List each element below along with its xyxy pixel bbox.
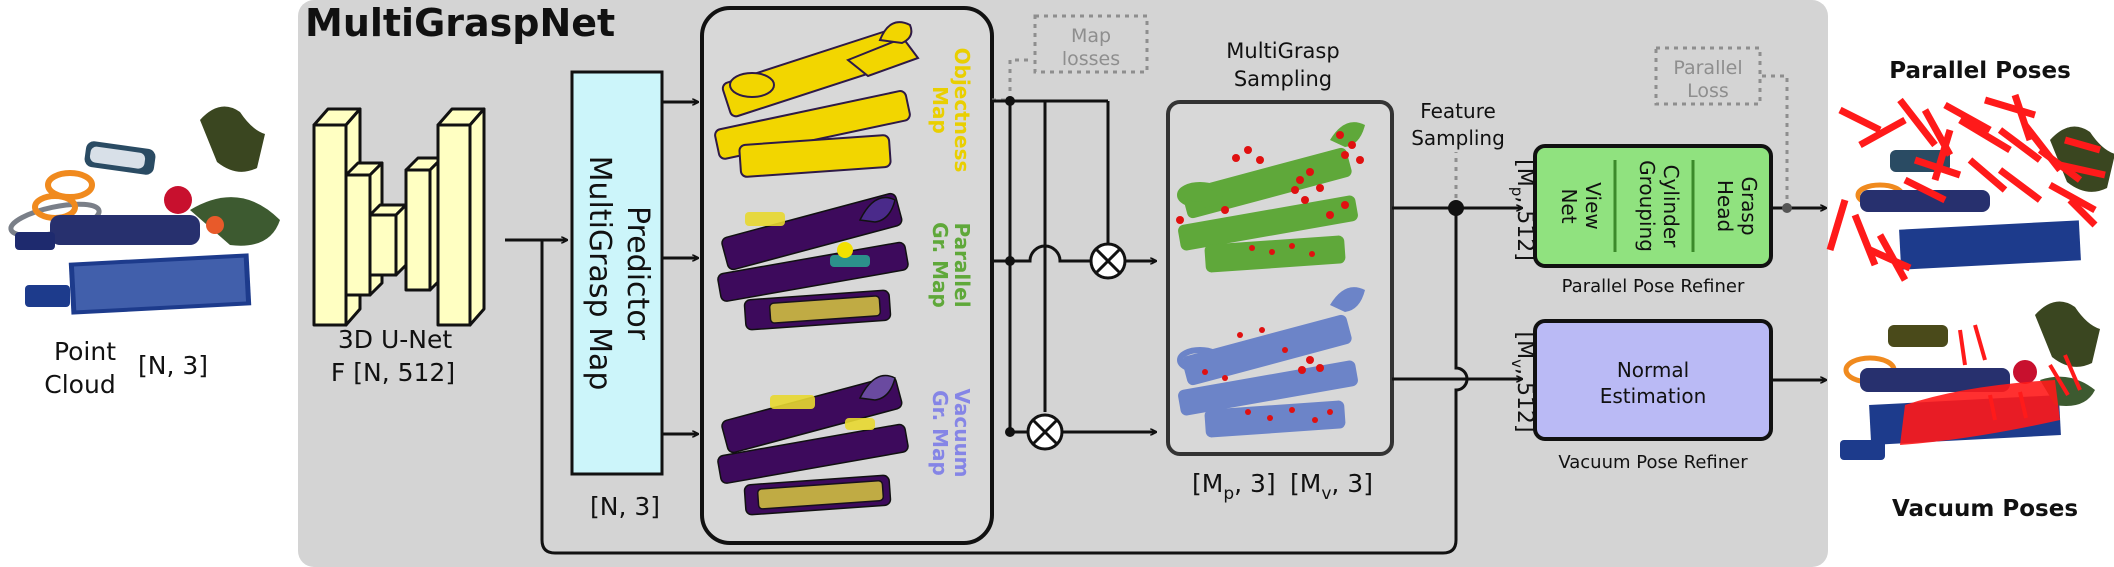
- vacuum-samples-image: [1177, 287, 1365, 438]
- map-losses-box: [1033, 14, 1149, 74]
- predictor-label-line1: MultiGrasp Map: [582, 156, 617, 391]
- parallel-map-label-line2: Gr. Map: [928, 222, 952, 308]
- parallel-loss-box: [1654, 46, 1762, 106]
- input-shape: [N, 3]: [138, 351, 208, 380]
- viewnet-line1: View: [1581, 182, 1605, 229]
- parallel-loss-connector: [1762, 74, 1789, 204]
- parallel-poses-label: Parallel Poses: [1889, 58, 2071, 84]
- parallel-map-image: [717, 192, 909, 331]
- grasp-head-line2: Head: [1713, 180, 1737, 232]
- sampling-shape-vacuum: [Mv, 3]: [1290, 469, 1373, 504]
- normal-estimation-line2: Estimation: [1600, 384, 1707, 408]
- predictor-block: [570, 70, 664, 476]
- objectness-label-line2: Map: [928, 86, 952, 134]
- vacuum-refiner-caption: Vacuum Pose Refiner: [1558, 452, 1748, 473]
- network-title: MultiGraspNet: [305, 1, 615, 45]
- cylinder-grouping-line1: Cylinder: [1659, 165, 1683, 249]
- input-label-line1: Point: [54, 337, 116, 366]
- unet-label: 3D U-Net: [338, 325, 453, 354]
- multiply-node-parallel: [1089, 242, 1127, 280]
- feature-sampling-junction: [1448, 200, 1464, 216]
- parallel-refiner-box: [1533, 144, 1773, 268]
- vacuum-map-image: [717, 374, 909, 516]
- network-panel: [298, 0, 1828, 567]
- feature-sampling-line1: Feature: [1420, 99, 1496, 123]
- vacuum-poses-image: [1840, 301, 2100, 460]
- vacuum-poses-label: Vacuum Poses: [1892, 496, 2078, 522]
- feature-sampling-line2: Sampling: [1411, 126, 1505, 150]
- parallel-poses-image: [1826, 93, 2114, 282]
- junction-dot-parallel: [1005, 256, 1015, 266]
- unet-shape: F [N, 512]: [331, 358, 455, 387]
- map-losses-line1: Map: [1071, 25, 1111, 47]
- input-label-line2: Cloud: [44, 370, 115, 399]
- sampling-label-line1: MultiGrasp: [1226, 39, 1339, 63]
- viewnet-line2: Net: [1557, 188, 1581, 223]
- junction-dot-vacuum: [1005, 427, 1015, 437]
- unet-block: [312, 107, 486, 327]
- vacuum-map-label-line2: Gr. Map: [928, 390, 952, 476]
- parallel-refiner-caption: Parallel Pose Refiner: [1562, 276, 1745, 297]
- map-losses-line2: losses: [1062, 48, 1120, 70]
- sampling-label-line2: Sampling: [1234, 67, 1332, 91]
- parallel-loss-line1: Parallel: [1673, 57, 1742, 79]
- objectness-map-image: [714, 21, 920, 178]
- cylinder-grouping-line2: Grouping: [1635, 160, 1659, 252]
- grasp-head-line1: Grasp: [1737, 176, 1761, 235]
- vacuum-refiner-shape: [Mv, 512]: [1508, 331, 1537, 432]
- objectness-label-line1: Objectness: [950, 48, 974, 173]
- junction-dot-objectness: [1005, 96, 1015, 106]
- parallel-loss-line2: Loss: [1687, 80, 1729, 102]
- input-point-cloud-image: [8, 106, 280, 315]
- predictor-label-line2: Predictor: [620, 206, 655, 341]
- parallel-samples-image: [1176, 122, 1365, 273]
- parallel-map-label-line1: Parallel: [950, 222, 974, 307]
- multiply-node-vacuum: [1026, 413, 1064, 451]
- parallel-refiner-shape: [Mp, 512]: [1508, 159, 1537, 261]
- skip-feature-path: [540, 208, 1469, 555]
- vacuum-map-label-line1: Vacuum: [950, 388, 974, 477]
- sampling-shape-parallel: [Mp, 3]: [1192, 469, 1276, 504]
- parallel-loss-junction: [1782, 203, 1792, 213]
- predictor-shape: [N, 3]: [590, 492, 660, 521]
- normal-estimation-line1: Normal: [1617, 358, 1689, 382]
